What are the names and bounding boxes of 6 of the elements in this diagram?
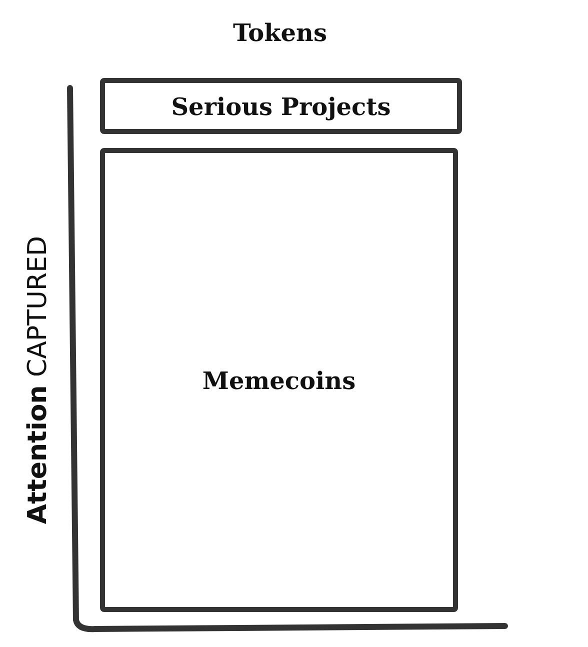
axis-label: Attention CAPTURED (23, 234, 53, 526)
category-box (100, 78, 462, 134)
diagram-title: Tokens (232, 18, 328, 47)
box-label: Memecoins (202, 366, 356, 394)
category-box (100, 148, 458, 612)
box-label: Serious Projects (171, 92, 391, 120)
